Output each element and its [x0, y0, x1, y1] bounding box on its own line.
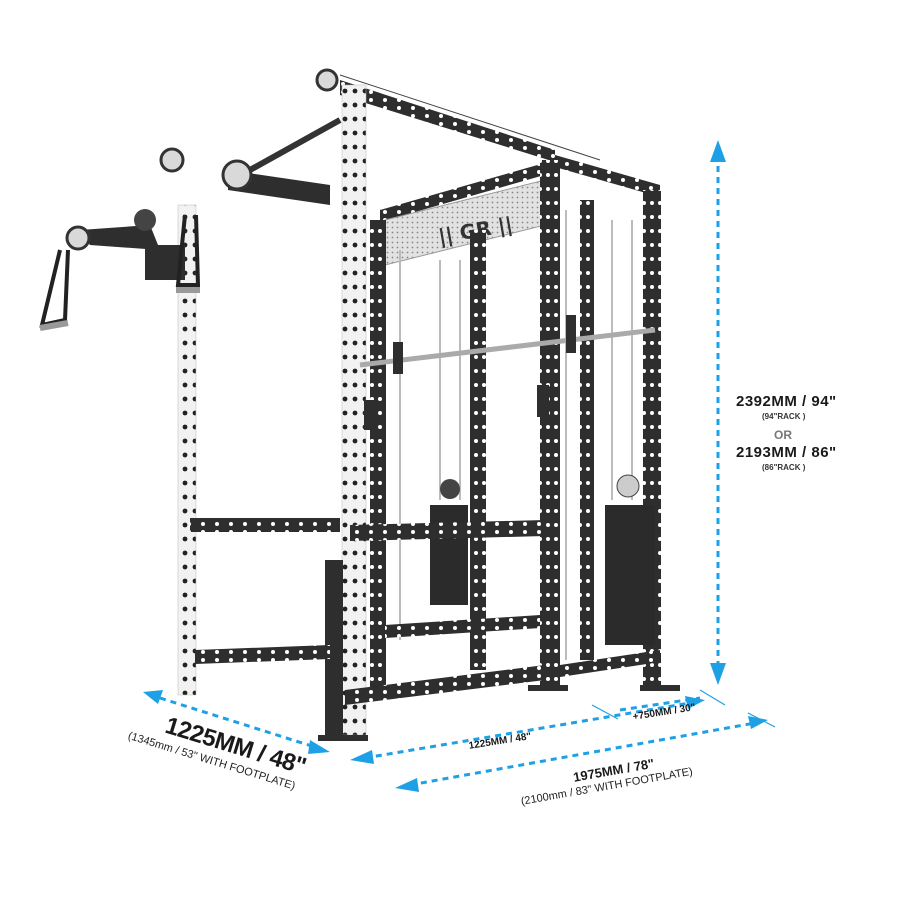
white-uprights	[177, 84, 367, 736]
height-secondary-note: (86"RACK )	[762, 463, 806, 472]
arrow-left-icon	[143, 690, 163, 704]
arrow-up-icon	[710, 140, 726, 162]
bottom-beams	[318, 615, 680, 741]
depth-dimension-line	[159, 696, 319, 750]
smith-barbell	[359, 315, 656, 374]
arrow-left-icon	[395, 778, 419, 792]
top-frame	[248, 74, 660, 222]
pulley-arms	[65, 68, 339, 280]
guide-rods	[399, 210, 633, 660]
height-secondary-label: 2193MM / 86"	[736, 444, 837, 461]
arrow-right-icon	[685, 696, 705, 709]
j-hooks	[364, 385, 549, 430]
cable-handles	[39, 214, 201, 331]
weight-stacks	[430, 474, 655, 645]
dimension-ticks	[591, 689, 776, 728]
height-primary-note: (94"RACK )	[762, 412, 806, 421]
height-primary-label: 2392MM / 94"	[736, 393, 837, 410]
total-width-dimension-line	[409, 721, 756, 787]
height-or-label: OR	[774, 428, 792, 442]
arrow-down-icon	[710, 663, 726, 685]
black-uprights	[325, 160, 661, 740]
dimension-arrowheads	[143, 140, 768, 792]
mid-beams	[190, 518, 545, 664]
arrow-right-icon	[308, 740, 330, 754]
arrow-right-icon	[748, 716, 768, 729]
arrow-left-icon	[350, 750, 374, 764]
